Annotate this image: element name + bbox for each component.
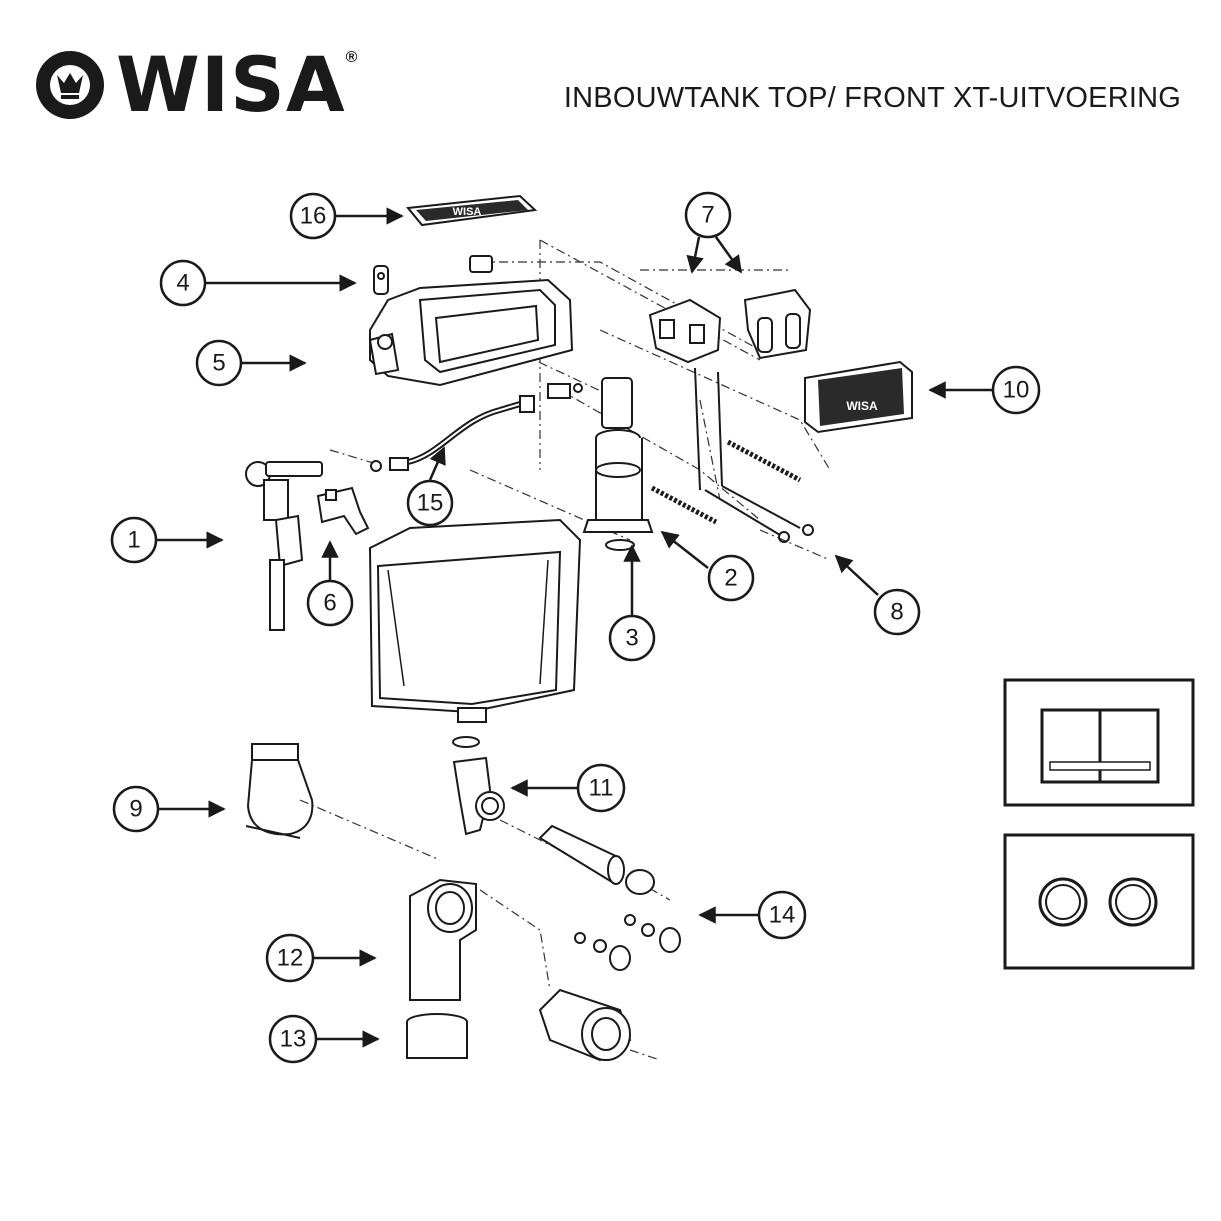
brand-name: WISA <box>116 40 346 129</box>
part-1-fill-valve <box>245 461 323 631</box>
callout-15: 15 <box>406 479 454 527</box>
svg-text:5: 5 <box>212 350 225 377</box>
part-5-top-frame <box>368 278 574 387</box>
part-10-flush-plate: WISA <box>804 360 913 434</box>
flush-plate-rectangular <box>1003 678 1195 807</box>
flush-plate-round <box>1003 833 1195 970</box>
part-9-support-bracket <box>245 743 314 839</box>
part-13-ring <box>406 1013 468 1059</box>
svg-text:3: 3 <box>625 625 638 652</box>
callout-14: 14 <box>757 890 807 940</box>
svg-text:4: 4 <box>176 270 189 297</box>
callout-11: 11 <box>576 763 626 813</box>
wisa-logo: WISA ® <box>30 45 357 125</box>
part-12-bend <box>409 878 477 1001</box>
svg-text:6: 6 <box>323 590 336 617</box>
svg-text:13: 13 <box>280 1026 307 1053</box>
part-2-flush-valve <box>582 377 654 551</box>
svg-text:12: 12 <box>277 945 304 972</box>
callout-5: 5 <box>195 339 243 387</box>
callout-10: 10 <box>991 365 1041 415</box>
callout-13: 13 <box>268 1014 318 1064</box>
svg-text:14: 14 <box>769 902 796 929</box>
part-15-hose <box>370 383 583 472</box>
svg-text:1: 1 <box>127 527 140 554</box>
callout-12: 12 <box>265 933 315 983</box>
callout-8: 8 <box>873 588 921 636</box>
callout-4: 4 <box>159 259 207 307</box>
pan-connector <box>538 988 632 1062</box>
svg-text:10: 10 <box>1003 377 1030 404</box>
wisa-crown-icon <box>36 51 104 119</box>
svg-text:11: 11 <box>589 775 614 802</box>
callout-2: 2 <box>707 554 755 602</box>
part-14-fittings <box>538 824 681 971</box>
svg-text:2: 2 <box>724 565 737 592</box>
svg-text:16: 16 <box>300 203 327 230</box>
svg-text:15: 15 <box>417 490 444 517</box>
part-8-rods <box>650 367 814 543</box>
callout-6: 6 <box>306 579 354 627</box>
part-4-clip <box>373 255 493 295</box>
part-7-connectors <box>648 288 812 364</box>
registered-mark: ® <box>345 49 358 66</box>
callout-1: 1 <box>110 516 158 564</box>
svg-text:7: 7 <box>701 202 714 229</box>
callout-7: 7 <box>684 191 732 239</box>
callout-16: 16 <box>289 192 337 240</box>
page-title: INBOUWTANK TOP/ FRONT XT-UITVOERING <box>563 82 1181 114</box>
callout-9: 9 <box>112 785 160 833</box>
callout-3: 3 <box>608 614 656 662</box>
part-16-lid: WISA <box>406 194 538 227</box>
svg-text:9: 9 <box>129 796 142 823</box>
lid-marking: WISA <box>453 206 482 218</box>
part-6-bracket <box>316 486 370 536</box>
callouts: 16 4 5 7 10 15 1 6 2 3 8 9 11 14 12 13 <box>110 191 1041 1064</box>
cistern-tank <box>368 518 582 723</box>
part-11-outlet-elbow <box>452 736 505 836</box>
flush-plate-marking: WISA <box>846 399 878 413</box>
svg-text:8: 8 <box>890 599 903 626</box>
